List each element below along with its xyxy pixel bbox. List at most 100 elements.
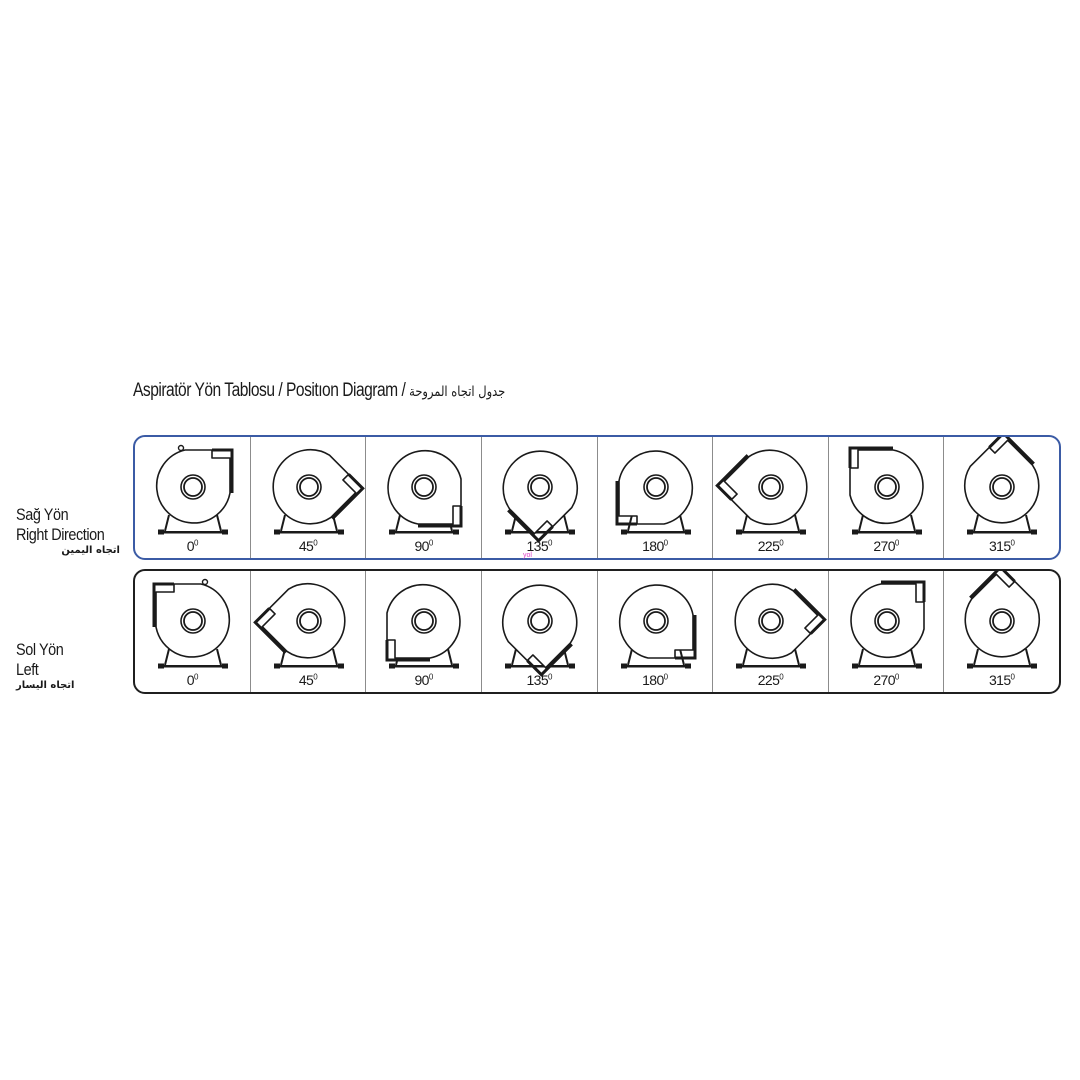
fan-stand-base	[737, 531, 806, 534]
centrifugal-fan-icon	[964, 571, 1041, 669]
fan-inlet-inner	[761, 477, 782, 497]
centrifugal-fan-icon	[152, 578, 231, 669]
diagram-title: Aspiratör Yön Tablosu / Positıon Diagram…	[133, 380, 506, 402]
angle-value: 0	[186, 538, 195, 554]
centrifugal-fan-icon	[502, 450, 578, 543]
fan-position-right-90: 900	[366, 437, 482, 558]
fan-stand-legs	[973, 514, 1032, 532]
fan-stand-base	[968, 665, 1037, 668]
fan-stand-base	[968, 531, 1037, 534]
angle-value: 45	[298, 672, 314, 688]
angle-value: 90	[414, 672, 429, 688]
fan-position-left-315: 3150	[944, 571, 1059, 692]
fan-stand-base	[159, 531, 227, 534]
degree-mark: 0	[663, 538, 668, 548]
fan-stand-base	[390, 531, 459, 534]
centrifugal-fan-icon	[387, 449, 463, 535]
angle-value: 135	[526, 538, 549, 554]
fan-stand-foot	[158, 529, 164, 535]
fan-inlet-inner	[183, 477, 203, 497]
watermark-text: yol	[523, 552, 532, 559]
fan-inlet-inner	[761, 611, 782, 631]
angle-value: 180	[642, 538, 664, 554]
fan-lifting-eye	[201, 578, 209, 586]
fan-position-right-225: 2250	[713, 437, 829, 558]
fan-stand-foot	[389, 529, 396, 535]
angle-label: 2700	[829, 538, 944, 554]
fan-stand-base	[621, 665, 690, 668]
fan-outlet-flange	[330, 473, 365, 520]
fan-outlet-flange	[506, 509, 554, 543]
fan-stand-foot	[273, 663, 280, 669]
fan-stand-foot	[1031, 663, 1038, 669]
fan-stand-base	[737, 665, 806, 668]
fan-stand-foot	[736, 529, 743, 535]
angle-value: 225	[757, 538, 780, 554]
fan-stand-foot	[684, 663, 691, 669]
centrifugal-fan-icon	[155, 444, 234, 535]
centrifugal-fan-icon	[850, 580, 926, 669]
angle-label: 2250	[713, 672, 828, 688]
degree-mark: 0	[894, 672, 899, 682]
degree-mark: 0	[894, 538, 899, 548]
fan-position-right-45: 450	[251, 437, 367, 558]
fan-outlet-flange	[793, 588, 827, 635]
fan-stand-foot	[736, 663, 743, 669]
fan-stand-foot	[504, 663, 511, 669]
fan-stand-base	[505, 665, 574, 668]
fan-outlet-flange	[526, 643, 573, 677]
fan-stand-foot	[389, 663, 396, 669]
fan-outlet-flange	[715, 454, 749, 501]
right-label-english: Right Direction	[16, 525, 105, 544]
centrifugal-fan-icon	[272, 448, 365, 535]
fan-inlet-inner	[414, 477, 435, 497]
fan-inlet-inner	[645, 611, 666, 631]
fan-inlet-inner	[529, 611, 550, 631]
fan-position-left-270: 2700	[829, 571, 945, 692]
diagram-title-text: Aspiratör Yön Tablosu / Positıon Diagram…	[133, 380, 410, 401]
angle-label: 450	[251, 672, 366, 688]
fan-stand-foot	[453, 529, 460, 535]
fan-stand-foot	[568, 529, 575, 535]
degree-mark: 0	[193, 538, 198, 548]
fan-stand-foot	[620, 663, 627, 669]
fan-stand-foot	[222, 529, 228, 535]
fan-position-left-45: 450	[251, 571, 367, 692]
angle-label: 3150	[944, 538, 1059, 554]
fan-inlet-inner	[645, 477, 666, 497]
angle-label: 450	[251, 538, 366, 554]
fan-stand-base	[274, 531, 343, 534]
degree-mark: 0	[193, 672, 198, 682]
fan-outlet-flange	[674, 615, 696, 660]
fan-stand-base	[852, 531, 921, 534]
degree-mark: 0	[1010, 538, 1015, 548]
degree-mark: 0	[313, 538, 318, 548]
angle-label: 2700	[829, 672, 944, 688]
fan-inlet-inner	[876, 477, 897, 497]
fan-inlet-inner	[992, 611, 1013, 631]
fan-inlet-inner	[529, 477, 550, 497]
degree-mark: 0	[779, 672, 784, 682]
fan-position-right-180: 1800	[598, 437, 714, 558]
fan-outlet-flange	[212, 448, 234, 493]
angle-value: 225	[757, 672, 780, 688]
fan-stand-legs	[164, 648, 222, 666]
angle-value: 180	[642, 672, 664, 688]
angle-label: 1350	[482, 538, 597, 554]
angle-value: 45	[298, 538, 314, 554]
fan-outlet-flange	[152, 582, 174, 627]
fan-position-right-135: 1350	[482, 437, 598, 558]
fan-stand-base	[505, 531, 574, 534]
left-label-turkish: Sol Yön	[16, 640, 64, 659]
fan-position-left-90: 900	[366, 571, 482, 692]
angle-value: 135	[526, 672, 549, 688]
fan-stand-foot	[273, 529, 280, 535]
fan-stand-legs	[742, 514, 801, 532]
degree-mark: 0	[779, 538, 784, 548]
angle-value: 315	[988, 538, 1011, 554]
fan-outlet-flange	[252, 607, 287, 654]
centrifugal-fan-icon	[615, 450, 693, 535]
fan-inlet-inner	[298, 477, 319, 497]
angle-value: 315	[988, 672, 1011, 688]
